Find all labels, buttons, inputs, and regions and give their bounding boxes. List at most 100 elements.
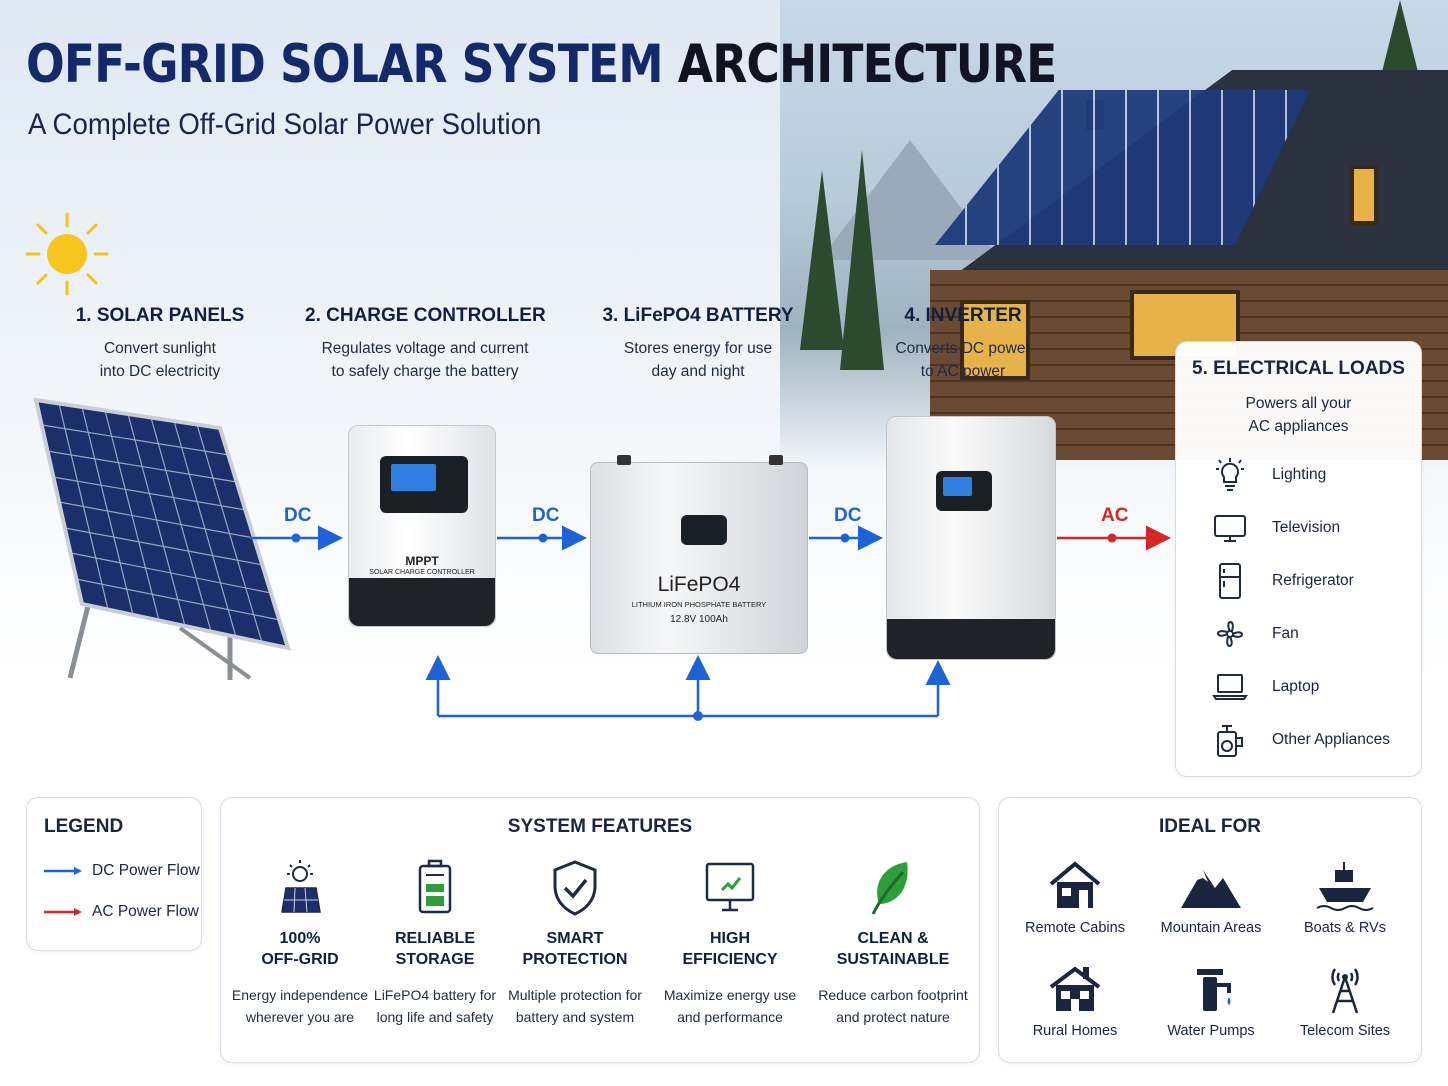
component-title: 3. LiFePO4 BATTERY	[602, 305, 794, 326]
load-item-laptop: Laptop	[1210, 667, 1319, 707]
load-item-refrigerator: Refrigerator	[1210, 561, 1354, 601]
load-item-fan: Fan	[1210, 614, 1299, 654]
load-label: Television	[1272, 519, 1341, 536]
ac-flow-arrow	[1057, 525, 1171, 551]
inverter-screen	[936, 471, 992, 511]
feature-desc: Multiple protection for battery and syst…	[508, 987, 642, 1025]
feature-desc: Maximize energy use and performance	[663, 987, 797, 1025]
component-inverter: 4. INVERTER Converts DC power to AC powe…	[873, 305, 1053, 383]
water-pump-icon	[1197, 969, 1231, 1011]
tree-graphic	[800, 170, 844, 350]
ideal-title: IDEAL FOR	[1158, 816, 1262, 837]
load-item-lighting: Lighting	[1210, 455, 1326, 495]
battery-terminal	[617, 455, 631, 465]
component-desc: Converts DC power to AC power	[895, 340, 1031, 380]
ideal-for-card: IDEAL FOR Remote Cabins Mountain Areas B…	[998, 797, 1422, 1063]
battery-device: LiFePO4 LITHIUM IRON PHOSPHATE BATTERY 1…	[590, 455, 808, 654]
component-charge-controller: 2. CHARGE CONTROLLER Regulates voltage a…	[305, 305, 546, 383]
mountain-icon	[1181, 870, 1241, 908]
page-subtitle: A Complete Off-Grid Solar Power Solution	[28, 108, 542, 141]
leaf-icon	[871, 862, 908, 915]
dc-arrow-icon	[44, 867, 82, 875]
rural-home-icon	[1049, 966, 1101, 1011]
telecom-tower-icon	[1331, 968, 1359, 1014]
component-title: 1. SOLAR PANELS	[75, 305, 245, 326]
battery-icon	[418, 859, 452, 914]
dc-flow-label: DC	[834, 505, 862, 526]
solar-panel-icon	[281, 860, 321, 913]
feature-smart-protection: SMART PROTECTION Multiple protection for…	[500, 858, 650, 1028]
battery-spec-text: 12.8V 100Ah	[670, 614, 728, 625]
feature-title: CLEAN & SUSTAINABLE	[836, 930, 950, 968]
component-solar-panels: 1. SOLAR PANELS Convert sunlight into DC…	[60, 305, 260, 383]
legend-dc-row: DC Power Flow	[44, 862, 200, 880]
loads-title: 5. ELECTRICAL LOADS	[1192, 358, 1405, 379]
load-label: Other Appliances	[1272, 731, 1391, 748]
component-desc: Convert sunlight into DC electricity	[99, 340, 221, 380]
load-label: Laptop	[1272, 678, 1320, 695]
feature-title: 100% OFF-GRID	[261, 930, 339, 968]
title-dark-part: ARCHITECTURE	[677, 34, 1057, 95]
ideal-label: Rural Homes	[1032, 1023, 1118, 1039]
feature-desc: Energy independence wherever you are	[231, 987, 369, 1025]
controller-sub-text: SOLAR CHARGE CONTROLLER	[369, 569, 475, 576]
feature-desc: LiFePO4 battery for long life and safety	[373, 987, 497, 1025]
electrical-loads-card: 5. ELECTRICAL LOADS Powers all your AC a…	[1175, 341, 1422, 777]
controller-terminal-base	[349, 578, 495, 626]
ideal-item-remote-cabins: Remote Cabins	[1010, 860, 1140, 936]
appliance-icon	[1217, 725, 1243, 757]
ideal-label: Water Pumps	[1167, 1023, 1255, 1039]
component-desc: Stores energy for use day and night	[623, 340, 773, 380]
inverter-terminal-base	[887, 619, 1055, 659]
feature-off-grid: 100% OFF-GRID Energy independence wherev…	[225, 858, 375, 1028]
loads-desc: Powers all your AC appliances	[1245, 395, 1352, 435]
battery-name-text: LiFePO4	[657, 573, 741, 596]
laptop-icon	[1212, 674, 1248, 700]
ideal-item-water-pumps: Water Pumps	[1146, 963, 1276, 1039]
load-label: Refrigerator	[1272, 572, 1354, 589]
legend-ac-row: AC Power Flow	[44, 903, 199, 921]
ideal-label: Mountain Areas	[1160, 920, 1262, 936]
inverter-device	[886, 416, 1056, 660]
ideal-label: Telecom Sites	[1299, 1023, 1391, 1039]
legend-dc-label: DC Power Flow	[92, 862, 200, 879]
ideal-label: Remote Cabins	[1025, 920, 1125, 936]
system-features-card: SYSTEM FEATURES 100% OFF-GRID Energy ind…	[220, 797, 980, 1063]
dc-flow-label: DC	[532, 505, 560, 526]
ac-flow-label: AC	[1101, 505, 1129, 526]
ac-arrow-icon	[44, 908, 82, 916]
ideal-label: Boats & RVs	[1304, 920, 1386, 936]
cabin-icon	[1049, 861, 1101, 908]
sun-icon	[25, 212, 109, 296]
battery-sub-text: LITHIUM IRON PHOSPHATE BATTERY	[631, 600, 767, 609]
charge-controller-device: MPPT SOLAR CHARGE CONTROLLER	[348, 425, 496, 627]
component-battery: 3. LiFePO4 BATTERY Stores energy for use…	[598, 305, 798, 383]
solar-panel-graphic	[33, 398, 291, 680]
legend-card: LEGEND DC Power Flow AC Power Flow	[26, 797, 202, 951]
ideal-item-telecom-sites: Telecom Sites	[1280, 963, 1410, 1039]
legend-title: LEGEND	[44, 816, 124, 837]
television-icon	[1214, 515, 1246, 542]
tree-graphic	[840, 150, 884, 370]
ideal-item-rural-homes: Rural Homes	[1010, 963, 1140, 1039]
component-desc: Regulates voltage and current to safely …	[321, 340, 529, 380]
feature-title: RELIABLE STORAGE	[395, 930, 475, 968]
feature-reliable-storage: RELIABLE STORAGE LiFePO4 battery for lon…	[360, 858, 510, 1028]
component-title: 2. CHARGE CONTROLLER	[305, 305, 546, 326]
feature-title: SMART PROTECTION	[522, 930, 628, 968]
load-label: Lighting	[1272, 466, 1327, 483]
monitor-chart-icon	[705, 862, 755, 912]
page-title: OFF-GRID SOLAR SYSTEM ARCHITECTURE	[26, 34, 1057, 95]
cabin-window	[1350, 165, 1378, 225]
battery-terminal	[769, 455, 783, 465]
feature-high-efficiency: HIGH EFFICIENCY Maximize energy use and …	[655, 858, 805, 1028]
feature-title: HIGH EFFICIENCY	[682, 930, 778, 968]
dc-flow-arrow	[250, 525, 951, 718]
boat-icon	[1316, 862, 1374, 911]
features-title: SYSTEM FEATURES	[507, 816, 693, 837]
refrigerator-icon	[1219, 563, 1241, 599]
cabin-window	[960, 300, 1030, 380]
load-item-other-appliances: Other Appliances	[1210, 720, 1390, 760]
